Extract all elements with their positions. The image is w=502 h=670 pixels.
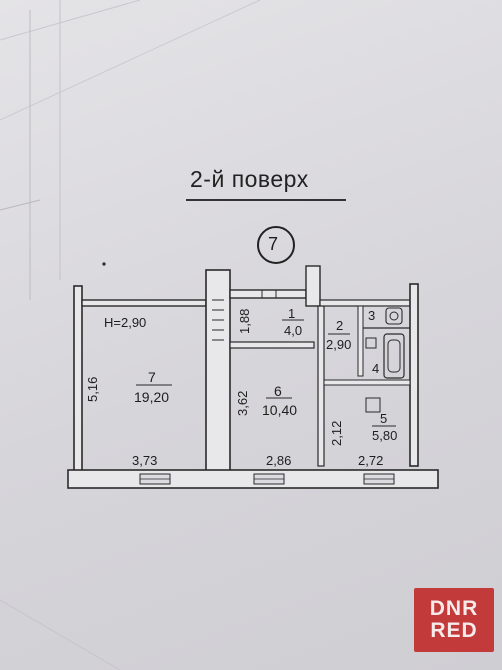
dim-room5-height: 2,12 <box>329 420 344 446</box>
top-wall-room7 <box>81 299 207 307</box>
dim-room7-width: 3,73 <box>132 453 158 468</box>
room-6-area: 10,40 <box>262 402 298 418</box>
wall-2-3 <box>357 305 364 377</box>
room-2-number: 2 <box>336 318 344 333</box>
room-2-area: 2,90 <box>326 337 352 352</box>
ceiling-height-label: H=2,90 <box>104 315 147 330</box>
dim-room1-height: 1,88 <box>237 308 252 334</box>
logo-line-2: RED <box>430 619 478 642</box>
room-5-number: 5 <box>380 411 388 426</box>
room-3-number: 3 <box>368 308 376 323</box>
sink-icon <box>365 337 377 349</box>
logo-line-1: DNR <box>429 597 479 620</box>
dim-room6-height: 3,62 <box>235 390 250 416</box>
dim-room6-width: 2,86 <box>266 453 292 468</box>
wall-7-6 <box>205 269 231 477</box>
top-wall-room2 <box>319 299 411 307</box>
stove-icon <box>365 397 381 413</box>
wall-room1-right <box>305 265 321 307</box>
room-6-number: 6 <box>274 383 282 399</box>
right-wall <box>409 283 419 467</box>
wall-1-6 <box>229 341 315 349</box>
wall-4-5 <box>323 379 411 386</box>
dim-room7-height: 5,16 <box>85 376 100 402</box>
dim-room5-width: 2,72 <box>358 453 384 468</box>
dnr-red-logo: DNR RED <box>414 588 494 652</box>
top-wall-room1 <box>229 289 307 299</box>
room-4-number: 4 <box>372 361 380 376</box>
room-7-area: 19,20 <box>134 389 170 405</box>
room-5-area: 5,80 <box>372 428 398 443</box>
left-wall <box>73 285 83 477</box>
toilet-icon <box>385 307 403 325</box>
room-1-area: 4,0 <box>284 323 303 338</box>
title-underline <box>186 199 346 201</box>
room-7-number: 7 <box>148 369 156 385</box>
room-1-number: 1 <box>288 306 296 321</box>
section-number: 7 <box>268 234 279 254</box>
floor-title: 2-й поверх <box>190 166 309 192</box>
section-circle <box>257 226 295 264</box>
bathtub-icon <box>383 333 405 379</box>
wall-6-5 <box>317 305 325 467</box>
